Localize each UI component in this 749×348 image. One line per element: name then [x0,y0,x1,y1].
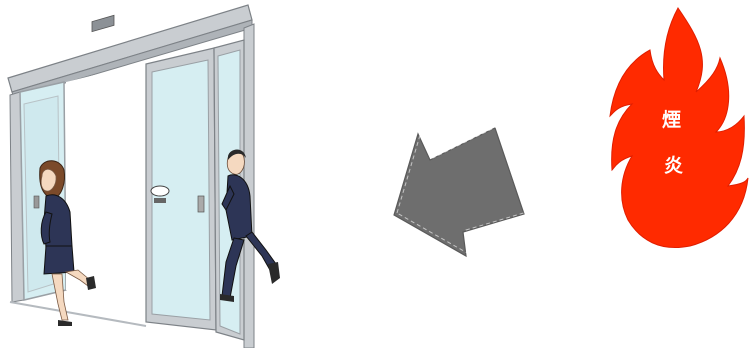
fire-icon: 煙 炎 [610,8,748,248]
flame-label-smoke: 煙 [662,109,681,131]
flame-label-fire: 炎 [664,155,683,177]
door-sensor-icon [92,15,114,31]
arrow-left-icon [394,126,527,256]
